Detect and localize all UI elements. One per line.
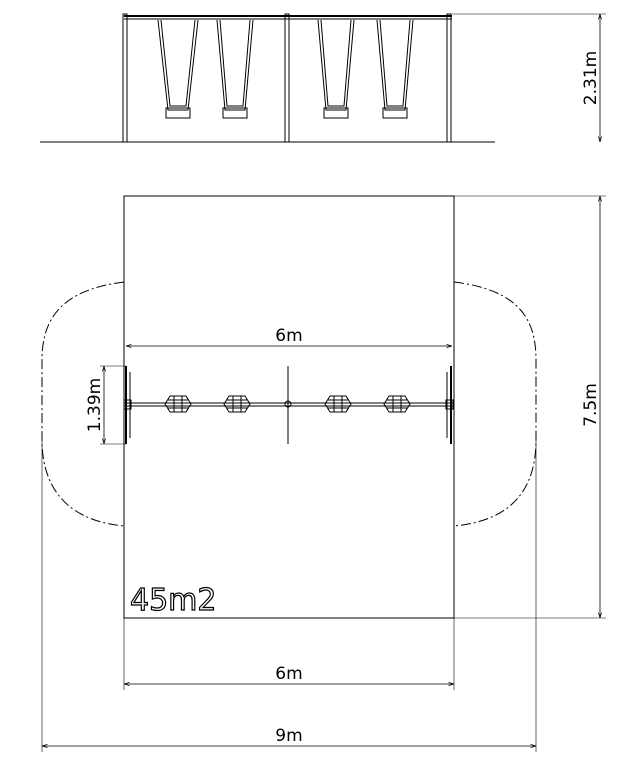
swing-seat-elevation xyxy=(317,19,355,119)
right-end-frame xyxy=(445,366,454,444)
left-safety-zone xyxy=(41,281,125,527)
area-label: 45m2 xyxy=(130,583,216,618)
swing-seat-elevation xyxy=(216,19,254,119)
elevation-view: 2.31m xyxy=(40,13,606,143)
middle-post xyxy=(284,13,290,143)
swing-seat-plan xyxy=(223,395,251,413)
swing-seat-elevation xyxy=(157,19,199,119)
left-post xyxy=(122,13,128,143)
width-label: 6m xyxy=(275,664,302,684)
swing-seat-plan xyxy=(324,395,352,413)
middle-post-plan xyxy=(284,366,292,444)
left-end-frame xyxy=(123,366,132,444)
overall-width-label: 9m xyxy=(275,726,302,746)
beam-length-label: 6m xyxy=(275,326,302,346)
plan-view: 6m 1.39m 7.5m 6m 9m 45m2 xyxy=(41,195,606,752)
depth-label: 7.5m xyxy=(581,383,601,427)
height-label: 2.31m xyxy=(581,51,601,105)
seat-spacing-label: 1.39m xyxy=(85,378,105,432)
swing-seat-plan xyxy=(164,395,192,413)
swing-seat-elevation xyxy=(376,19,414,119)
right-safety-zone xyxy=(453,281,537,527)
swing-seat-plan xyxy=(383,395,411,413)
right-post xyxy=(446,13,452,143)
